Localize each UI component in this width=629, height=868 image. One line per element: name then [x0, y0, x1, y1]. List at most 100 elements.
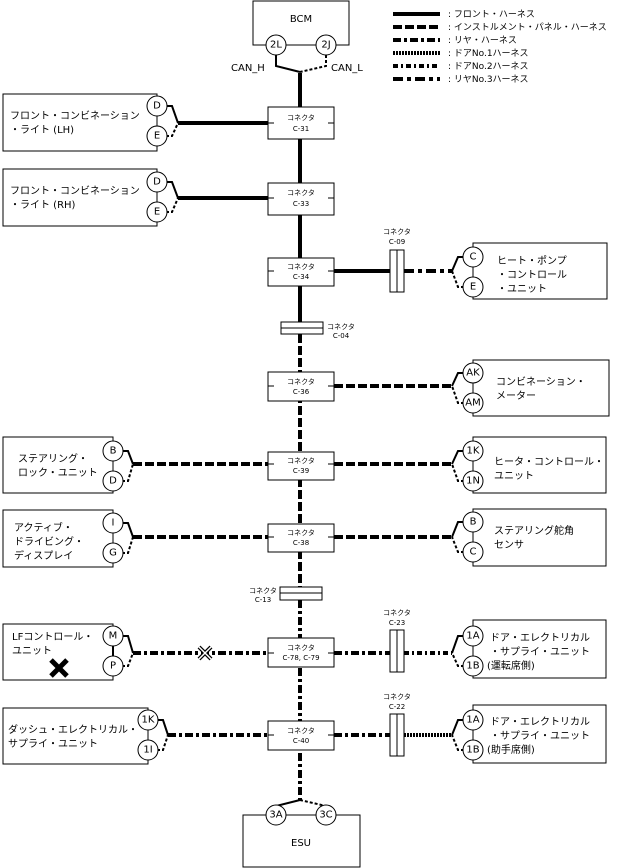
unit-label: ・ライト (LH) [10, 124, 74, 136]
connector-id: C-23 [389, 619, 405, 627]
unit-label: ・ライト (RH) [10, 199, 76, 211]
bcm-label: BCM [290, 14, 312, 25]
unit-door-esu-driver: ドア・エレクトリカル ・サプライ・ユニット (運転席側) 1A 1B [451, 619, 607, 679]
unit-steering-lock: ステアリング・ ロック・ユニット B D [2, 436, 134, 494]
unit-combination-meter: コンビネーション・ メーター AK AM [451, 359, 610, 417]
connector-word: コネクタ [287, 726, 315, 735]
connector-word: コネクタ [383, 227, 411, 236]
legend-label-rear3: : リヤNo.3ハーネス [448, 74, 529, 85]
pin-label: D [109, 476, 117, 487]
pin-1a [462, 709, 484, 731]
esu-unit: 3A 3C ESU [242, 799, 361, 868]
connector-word: コネクタ [287, 377, 315, 386]
legend-label-door2: : ドアNo.2ハーネス [448, 61, 529, 72]
unit-label: ステアリング舵角 [494, 524, 574, 537]
pin-m [102, 625, 124, 647]
connector-word: コネクタ [249, 586, 277, 595]
bcm-pin-2j-label: 2J [321, 40, 330, 51]
pin-am [462, 392, 484, 414]
unit-label: ステアリング・ [18, 452, 88, 465]
connector-word: コネクタ [327, 322, 355, 331]
pin-label: E [154, 207, 160, 218]
connector-c36: コネクタ C-36 [267, 371, 335, 402]
pin-label: G [109, 548, 117, 559]
bcm-can-l-wire [299, 55, 327, 73]
unit-label: メーター [496, 390, 536, 402]
connector-word: コネクタ [287, 643, 315, 652]
unit-front-combination-lamp-rh: フロント・コンビネーション ・ライト (RH) D E [2, 168, 179, 227]
pin-label: 1K [142, 715, 155, 726]
unit-label: ユニット [12, 646, 52, 657]
connector-id: C-36 [293, 388, 310, 396]
legend-label-ip: : インストルメント・パネル・ハーネス [448, 22, 607, 33]
pin-label: 1B [466, 661, 479, 672]
unit-label: アクティブ・ [14, 521, 73, 534]
unit-door-esu-passenger: ドア・エレクトリカル ・サプライ・ユニット (助手席側) 1A 1B [451, 704, 607, 764]
pin-e [146, 125, 168, 147]
pin-1b [462, 655, 484, 677]
unit-label: (助手席側) [487, 743, 535, 756]
connector-c38: コネクタ C-38 [267, 523, 335, 553]
unit-label: ロック・ユニット [18, 467, 98, 479]
esu-pin-3c-label: 3C [319, 810, 332, 821]
legend-label-door1: : ドアNo.1ハーネス [448, 48, 529, 59]
pin-p [102, 655, 124, 677]
connector-word: コネクタ [287, 188, 315, 197]
unit-label: ヒート・ポンプ [497, 255, 567, 267]
pin-label: B [470, 517, 477, 528]
pin-label: 1I [143, 745, 152, 756]
connector-c04: コネクタ C-04 [280, 321, 355, 340]
connector-id: C-39 [293, 467, 309, 475]
unit-label: フロント・コンビネーション [10, 185, 140, 197]
unit-label: ・コントロール [497, 270, 567, 281]
unit-label: ディスプレイ [14, 549, 73, 562]
pin-b [102, 440, 124, 462]
connector-id: C-34 [293, 273, 310, 281]
connector-id: C-38 [293, 539, 309, 547]
unit-lf-control: LFコントロール・ ユニット M P [2, 623, 134, 681]
pin-label: 1B [466, 745, 479, 756]
connector-word: コネクタ [383, 692, 411, 701]
unit-label: コンビネーション・ [496, 376, 586, 388]
unit-dash-electrical-supply: ダッシュ・エレクトリカル・ サプライ・ユニット 1K 1I [2, 707, 169, 765]
pin-label: AK [466, 368, 480, 379]
connector-c22: コネクタ C-22 [383, 692, 411, 757]
pin-1k [462, 440, 484, 462]
connector-id: C-22 [389, 703, 405, 711]
pin-label: 1K [467, 446, 480, 457]
pin-1b [462, 739, 484, 761]
pin-label: I [112, 518, 115, 529]
connector-word: コネクタ [287, 113, 315, 122]
can-l-label: CAN_L [331, 63, 363, 74]
pin-label: 1A [466, 715, 479, 726]
pin-d [146, 171, 168, 193]
connector-id: C-09 [389, 238, 405, 246]
bcm-can-h-wire [275, 55, 301, 73]
unit-heater-control: ヒータ・コントロール・ ユニット 1K 1N [451, 436, 607, 494]
unit-label: ダッシュ・エレクトリカル・ [8, 723, 138, 736]
pin-label: E [470, 282, 476, 293]
connector-word: コネクタ [287, 528, 315, 537]
bcm-unit: BCM 2L 2J CAN_H CAN_L [231, 0, 363, 74]
pin-i [102, 512, 124, 534]
pin-c [462, 541, 484, 563]
connector-c13: コネクタ C-13 [249, 586, 323, 604]
can-h-label: CAN_H [231, 63, 265, 74]
connector-word: コネクタ [287, 262, 315, 271]
unit-label: (運転席側) [487, 659, 535, 672]
unit-label: ヒータ・コントロール・ [494, 456, 604, 468]
pin-label: 1A [466, 631, 479, 642]
connector-c31: コネクタ C-31 [267, 106, 335, 140]
connector-c33: コネクタ C-33 [267, 182, 335, 216]
unit-label: フロント・コンビネーション [10, 110, 140, 122]
pin-label: M [109, 631, 118, 642]
connector-c40: コネクタ C-40 [267, 720, 335, 751]
pin-label: AM [465, 398, 480, 409]
unit-label: ・ユニット [497, 284, 547, 295]
connector-word: コネクタ [287, 456, 315, 465]
esu-pin-3a [265, 804, 287, 826]
unit-front-combination-lamp-lh: フロント・コンビネーション ・ライト (LH) D E [2, 93, 179, 152]
unit-label: ・サプライ・ユニット [490, 730, 590, 742]
pin-1k [137, 709, 159, 731]
